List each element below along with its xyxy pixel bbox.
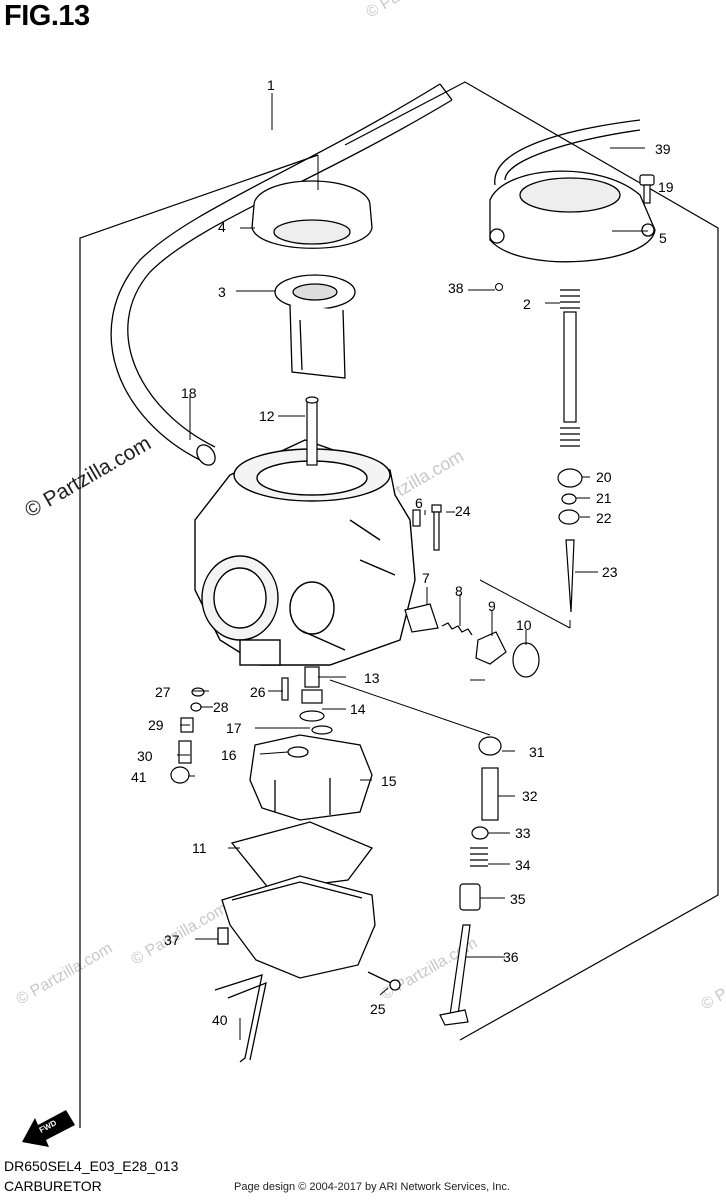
small-fittings-parts — [170, 687, 205, 784]
part-label: 16 — [221, 747, 237, 763]
top-cap-part — [251, 180, 373, 249]
float-part — [249, 734, 373, 821]
isometric-frame — [79, 81, 719, 1128]
part-label: 8 — [455, 583, 463, 599]
part-label: 10 — [516, 617, 532, 633]
hose-part — [110, 83, 453, 466]
part-label: 36 — [503, 949, 519, 965]
screw-part — [639, 174, 655, 204]
part-label: 12 — [259, 408, 275, 424]
part-label: 27 — [155, 684, 171, 700]
pin-parts — [412, 504, 442, 551]
part-label: 24 — [455, 503, 471, 519]
small-ring-part — [495, 283, 503, 291]
drain-hose-part — [214, 974, 263, 1063]
part-label: 41 — [131, 769, 147, 785]
part-label: 23 — [602, 564, 618, 580]
part-label: 29 — [148, 717, 164, 733]
part-label: 20 — [596, 469, 612, 485]
part-label: 13 — [364, 670, 380, 686]
part-label: 31 — [529, 744, 545, 760]
drain-hose-outline — [227, 981, 267, 1061]
part-label: 33 — [515, 825, 531, 841]
gasket-part — [230, 821, 374, 891]
part-label: 25 — [370, 1001, 386, 1017]
part-label: 11 — [192, 840, 207, 856]
watermark-faint: © Partzilla.com — [364, 0, 466, 21]
section-name: CARBURETOR — [4, 1178, 102, 1194]
slide-part — [274, 274, 356, 379]
fwd-arrow-icon: FWD — [22, 1110, 75, 1147]
leader-lines — [177, 93, 648, 1040]
part-label: 3 — [218, 284, 226, 300]
model-code: DR650SEL4_E03_E28_013 — [4, 1158, 179, 1174]
part-label: 4 — [218, 219, 226, 235]
needle-stack-part — [557, 289, 583, 613]
part-label: 1 — [267, 77, 275, 93]
tube-part — [305, 396, 319, 466]
part-label: 26 — [250, 684, 266, 700]
part-label: 14 — [350, 701, 366, 717]
watermark-faint: © Partzilla.com — [699, 945, 726, 1014]
part-label: 22 — [596, 510, 612, 526]
float-bowl-part — [217, 875, 401, 991]
part-label: 37 — [164, 932, 180, 948]
part-label: 5 — [659, 230, 667, 246]
part-label: 28 — [213, 699, 229, 715]
jet-parts — [281, 666, 333, 735]
part-label: 18 — [181, 385, 197, 401]
part-label: 15 — [381, 773, 397, 789]
part-label: 35 — [510, 891, 526, 907]
copyright-credit: Page design © 2004-2017 by ARI Network S… — [234, 1181, 510, 1193]
part-label: 39 — [655, 141, 671, 157]
part-label: 7 — [422, 570, 430, 586]
carburetor-body — [194, 439, 416, 666]
part-labels: 1 2 3 4 5 6 7 8 9 10 11 12 13 14 15 16 1… — [131, 77, 674, 1028]
watermark-main: © Partzilla.com — [21, 432, 155, 523]
part-label: 40 — [212, 1012, 228, 1028]
adjuster-parts — [439, 736, 502, 1026]
cover-part — [489, 119, 656, 263]
part-label: 21 — [596, 490, 612, 506]
part-label: 9 — [488, 598, 496, 614]
part-label: 34 — [515, 857, 531, 873]
figure-title: FIG.13 — [4, 0, 90, 32]
part-label: 38 — [448, 280, 464, 296]
part-label: 6 — [415, 495, 423, 511]
part-label: 17 — [226, 720, 242, 736]
part-label: 19 — [658, 179, 674, 195]
part-label: 30 — [137, 748, 153, 764]
watermark-faint: © Partzilla.com — [14, 940, 116, 1009]
part-label: 2 — [523, 296, 531, 312]
valve-assembly-parts — [404, 603, 540, 678]
part-label: 32 — [522, 788, 538, 804]
